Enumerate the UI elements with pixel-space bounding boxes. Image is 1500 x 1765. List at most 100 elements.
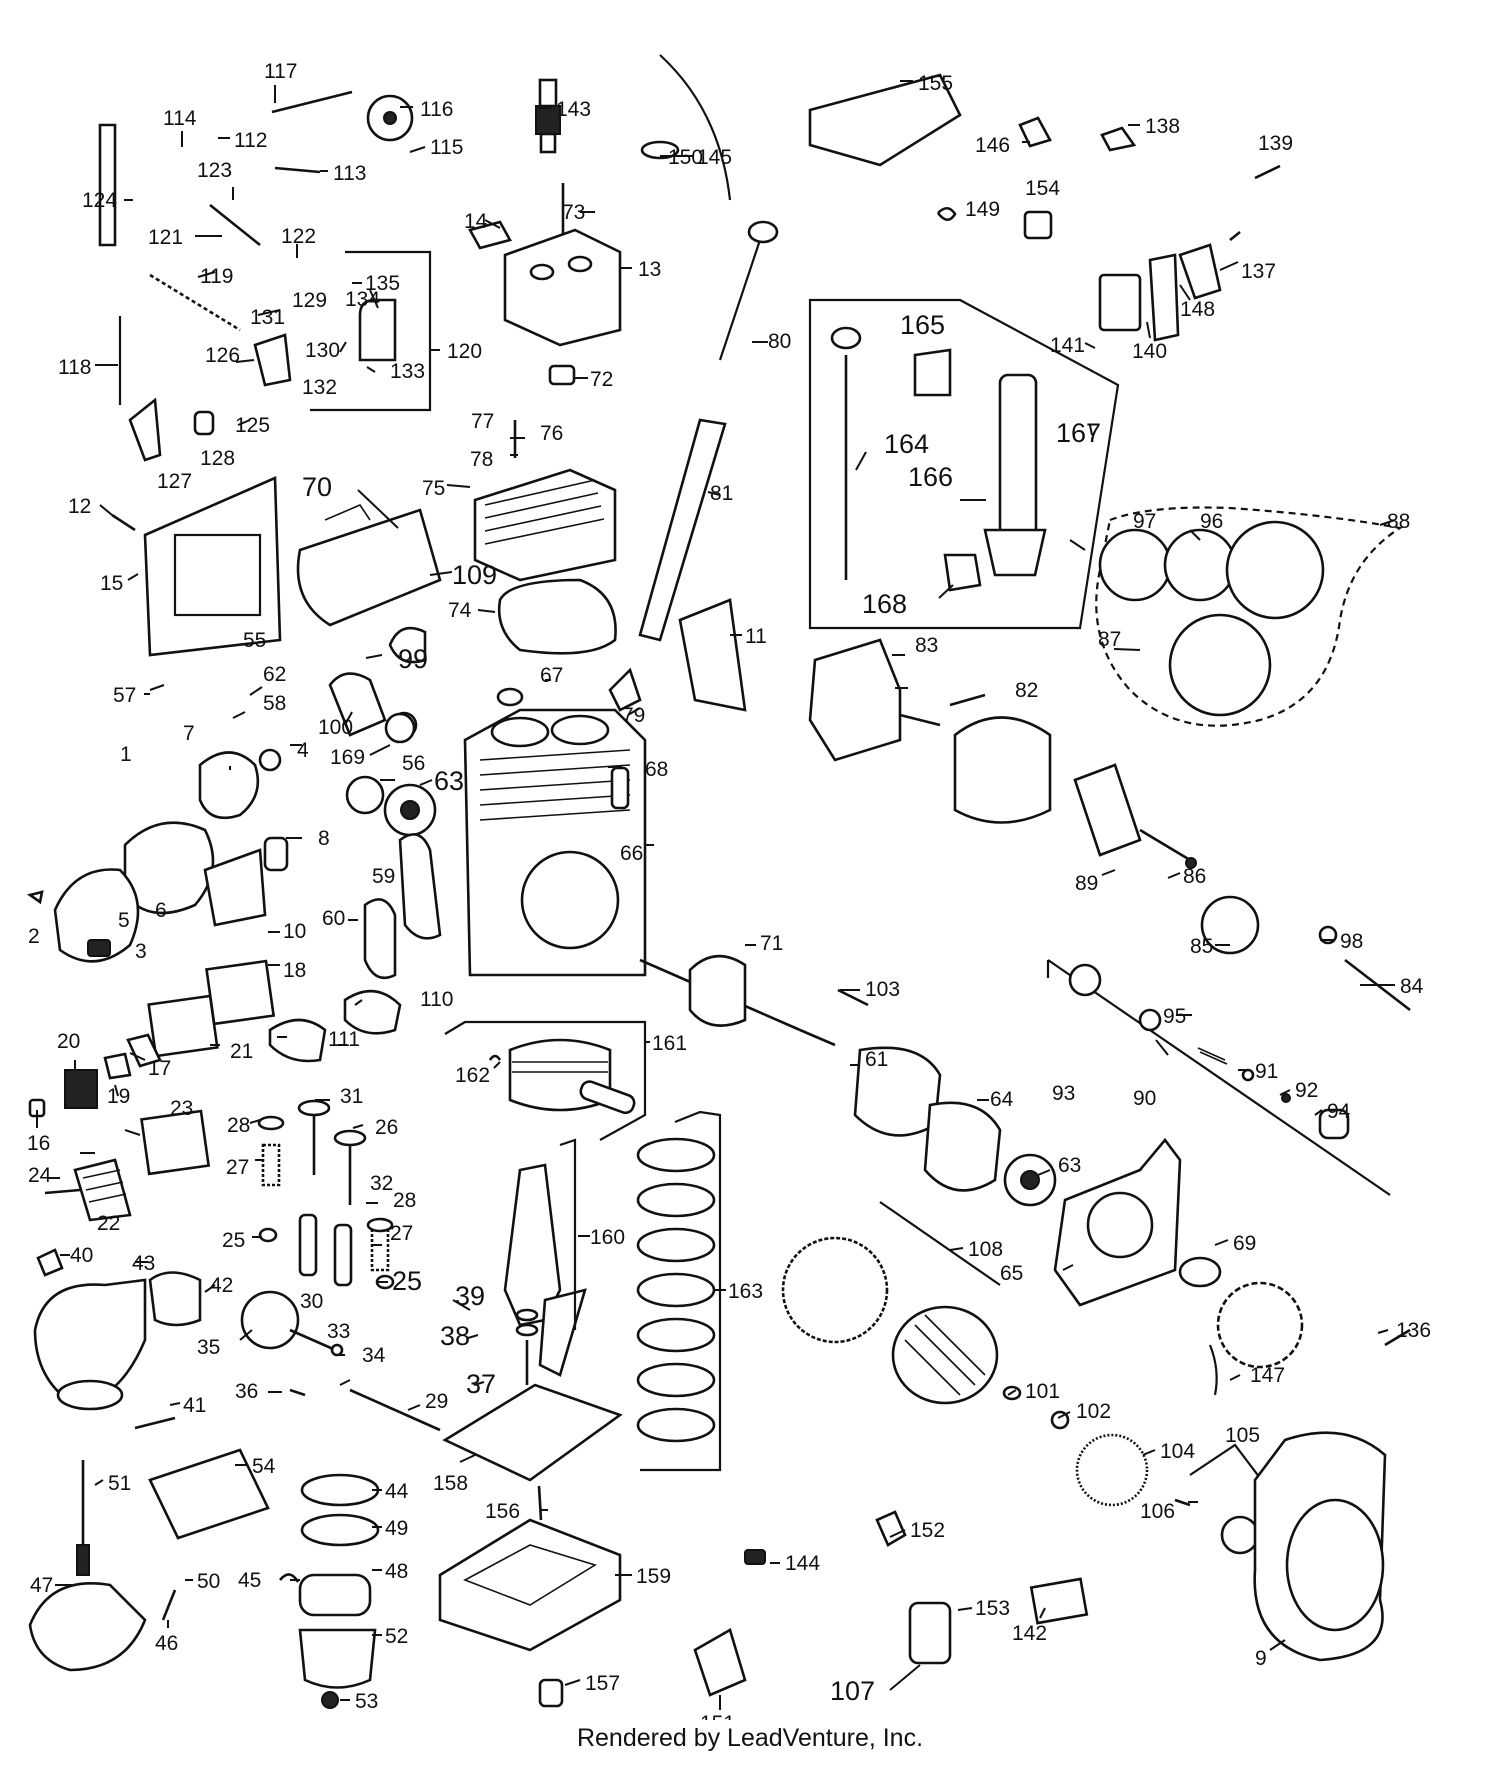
part-label: 15	[100, 572, 123, 595]
part-label: 102	[1076, 1400, 1111, 1423]
part-label: 150	[668, 146, 703, 169]
part-label: 66	[620, 842, 643, 865]
part-label: 163	[728, 1280, 763, 1303]
part-label: 119	[200, 265, 233, 288]
part-label: 109	[452, 560, 497, 590]
part-label: 44	[385, 1480, 409, 1503]
part-label: 117	[264, 60, 297, 83]
part-label: 59	[372, 865, 395, 888]
part-label: 67	[540, 664, 563, 687]
part-label: 114	[163, 107, 197, 130]
part-label: 33	[327, 1320, 350, 1343]
part-label: 24	[28, 1164, 52, 1187]
part-label: 2	[28, 925, 40, 948]
part-label: 25	[392, 1266, 422, 1296]
part-label: 38	[440, 1321, 470, 1351]
part-label: 155	[918, 72, 953, 95]
part-label: 141	[1050, 334, 1085, 357]
part-label: 90	[1133, 1087, 1156, 1110]
part-label: 157	[585, 1672, 620, 1695]
part-label: 143	[556, 98, 591, 121]
part-label: 92	[1295, 1079, 1318, 1102]
part-label: 108	[968, 1238, 1003, 1261]
part-label: 60	[322, 907, 345, 930]
part-label: 1	[120, 743, 132, 766]
part-label: 56	[402, 752, 425, 775]
part-label: 30	[300, 1290, 323, 1313]
part-label: 37	[466, 1369, 496, 1399]
part-label: 63	[434, 766, 464, 796]
part-label: 122	[281, 225, 316, 248]
part-label: 35	[197, 1336, 220, 1359]
part-label: 32	[370, 1172, 393, 1195]
part-label: 142	[1012, 1622, 1047, 1645]
part-label: 112	[234, 129, 267, 152]
part-label: 82	[1015, 679, 1038, 702]
part-label: 21	[230, 1040, 253, 1063]
part-label: 93	[1052, 1082, 1075, 1105]
part-label: 86	[1183, 865, 1206, 888]
part-label: 71	[760, 932, 783, 955]
part-label: 51	[108, 1472, 131, 1495]
part-label: 113	[333, 162, 366, 185]
part-label: 94	[1327, 1100, 1351, 1123]
part-label: 29	[425, 1390, 448, 1413]
part-label: 101	[1025, 1380, 1060, 1403]
part-label: 75	[422, 477, 445, 500]
part-label: 80	[768, 330, 791, 353]
part-label: 70	[302, 472, 332, 502]
part-label: 10	[283, 920, 306, 943]
part-label: 48	[385, 1560, 408, 1583]
part-label: 107	[830, 1676, 875, 1706]
leader-lines	[36, 80, 1396, 1710]
part-label: 46	[155, 1632, 178, 1655]
part-label: 83	[915, 634, 938, 657]
part-label: 3	[135, 940, 147, 963]
part-label: 130	[305, 339, 340, 362]
part-label: 28	[227, 1114, 250, 1137]
part-label: 136	[1396, 1319, 1431, 1342]
part-label: 133	[390, 360, 425, 383]
part-label: 161	[652, 1032, 687, 1055]
part-label: 47	[30, 1574, 53, 1597]
engine-exploded-parts-diagram: 117 116 114 112 115 113 143 145 150 155 …	[26, 54, 1431, 1720]
part-label: 96	[1200, 510, 1223, 533]
part-label: 168	[862, 589, 907, 619]
part-label: 95	[1163, 1005, 1186, 1028]
part-label: 49	[385, 1517, 408, 1540]
part-label: 25	[222, 1229, 245, 1252]
part-label: 129	[292, 289, 327, 312]
part-label: 77	[471, 410, 494, 433]
part-label: 87	[1098, 628, 1121, 651]
part-label: 20	[57, 1030, 80, 1053]
part-label: 12	[68, 495, 91, 518]
footer-credit: Rendered by LeadVenture, Inc.	[576, 1724, 924, 1752]
part-label: 64	[990, 1088, 1014, 1111]
part-label: 88	[1387, 510, 1410, 533]
part-label: 167	[1056, 418, 1101, 448]
part-label: 54	[252, 1455, 276, 1478]
part-label: 115	[430, 136, 463, 159]
part-label: 63	[1058, 1154, 1081, 1177]
part-label: 160	[590, 1226, 625, 1249]
part-label: 53	[355, 1690, 378, 1713]
part-label: 125	[235, 414, 270, 437]
part-label: 126	[205, 344, 240, 367]
part-label: 23	[170, 1097, 193, 1120]
part-label: 72	[590, 368, 613, 391]
part-label: 31	[340, 1085, 363, 1108]
part-label: 146	[975, 134, 1010, 157]
part-label: 134	[345, 288, 380, 311]
part-label: 105	[1225, 1424, 1260, 1447]
part-label: 11	[745, 625, 767, 648]
part-label: 104	[1160, 1440, 1195, 1463]
part-label: 100	[318, 716, 353, 739]
part-label: 19	[107, 1085, 130, 1108]
part-label: 9	[1255, 1647, 1267, 1670]
part-label: 8	[318, 827, 330, 850]
part-label: 139	[1258, 132, 1293, 155]
part-label: 74	[448, 599, 472, 622]
part-label: 153	[975, 1597, 1010, 1620]
part-label: 148	[1180, 298, 1215, 321]
part-label: 103	[865, 978, 900, 1001]
